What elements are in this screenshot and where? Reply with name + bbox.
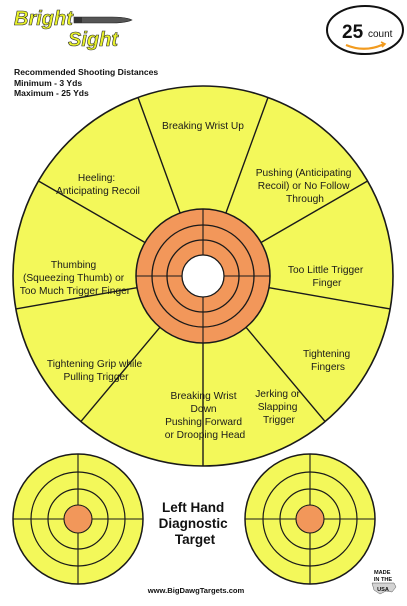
segment-label-breaking-wrist-down: Breaking Wrist Down Pushing Forward or D… xyxy=(165,391,246,441)
diagnostic-wheel: Breaking Wrist Up Pushing (Anticipating … xyxy=(12,85,394,467)
brand-logo: Bright Sight xyxy=(14,8,133,51)
usa-map-icon xyxy=(371,582,397,595)
count-word: count xyxy=(368,29,393,40)
distances-maximum: Maximum - 25 Yds xyxy=(14,88,89,98)
wheel-divider xyxy=(260,180,368,244)
segment-label-jerking-or-slapping: Jerking or Slapping Trigger xyxy=(255,389,303,426)
made-in-usa-country: USA xyxy=(377,587,389,593)
distances-minimum: Minimum - 3 Yds xyxy=(14,78,82,88)
brand-line-2: Sight xyxy=(68,29,119,51)
segment-label-pushing: Pushing (Anticipating Recoil) or No Foll… xyxy=(256,168,355,205)
small-target-right xyxy=(244,453,376,585)
made-in-usa-text: MADE IN THE xyxy=(374,570,393,583)
small-target-left xyxy=(12,453,144,585)
segment-label-breaking-wrist-up: Breaking Wrist Up xyxy=(162,121,244,132)
website-url: www.BigDawgTargets.com xyxy=(147,586,245,595)
wheel-spokes xyxy=(15,97,391,466)
segment-label-thumbing: Thumbing (Squeezing Thumb) or Too Much T… xyxy=(20,260,131,297)
amazon-smile-icon xyxy=(345,43,385,50)
shooting-distances: Recommended Shooting Distances Minimum -… xyxy=(14,67,158,98)
wheel-divider xyxy=(137,97,181,214)
made-in-usa: MADE IN THE USA xyxy=(371,570,397,595)
target-title: Left Hand Diagnostic Target xyxy=(159,500,232,547)
brand-line-1: Bright xyxy=(14,8,74,30)
wheel-divider xyxy=(245,326,326,422)
count-badge: 25 count xyxy=(326,5,404,55)
wheel-divider xyxy=(15,286,138,310)
segment-label-tightening-fingers: Tightening Fingers xyxy=(303,349,353,373)
segment-label-heeling: Heeling: Anticipating Recoil xyxy=(56,173,140,197)
wheel-divider xyxy=(225,97,269,214)
distances-heading: Recommended Shooting Distances xyxy=(14,67,158,77)
count-number: 25 xyxy=(342,22,364,43)
segment-label-tightening-grip: Tightening Grip while Pulling Trigger xyxy=(47,359,145,383)
wheel-divider xyxy=(80,326,161,422)
wheel-divider xyxy=(268,286,391,310)
bullseye-center xyxy=(181,254,225,298)
bullet-icon xyxy=(73,16,133,24)
segment-label-too-little-trigger-finger: Too Little Trigger Finger xyxy=(288,265,366,289)
wheel-divider xyxy=(38,180,146,244)
